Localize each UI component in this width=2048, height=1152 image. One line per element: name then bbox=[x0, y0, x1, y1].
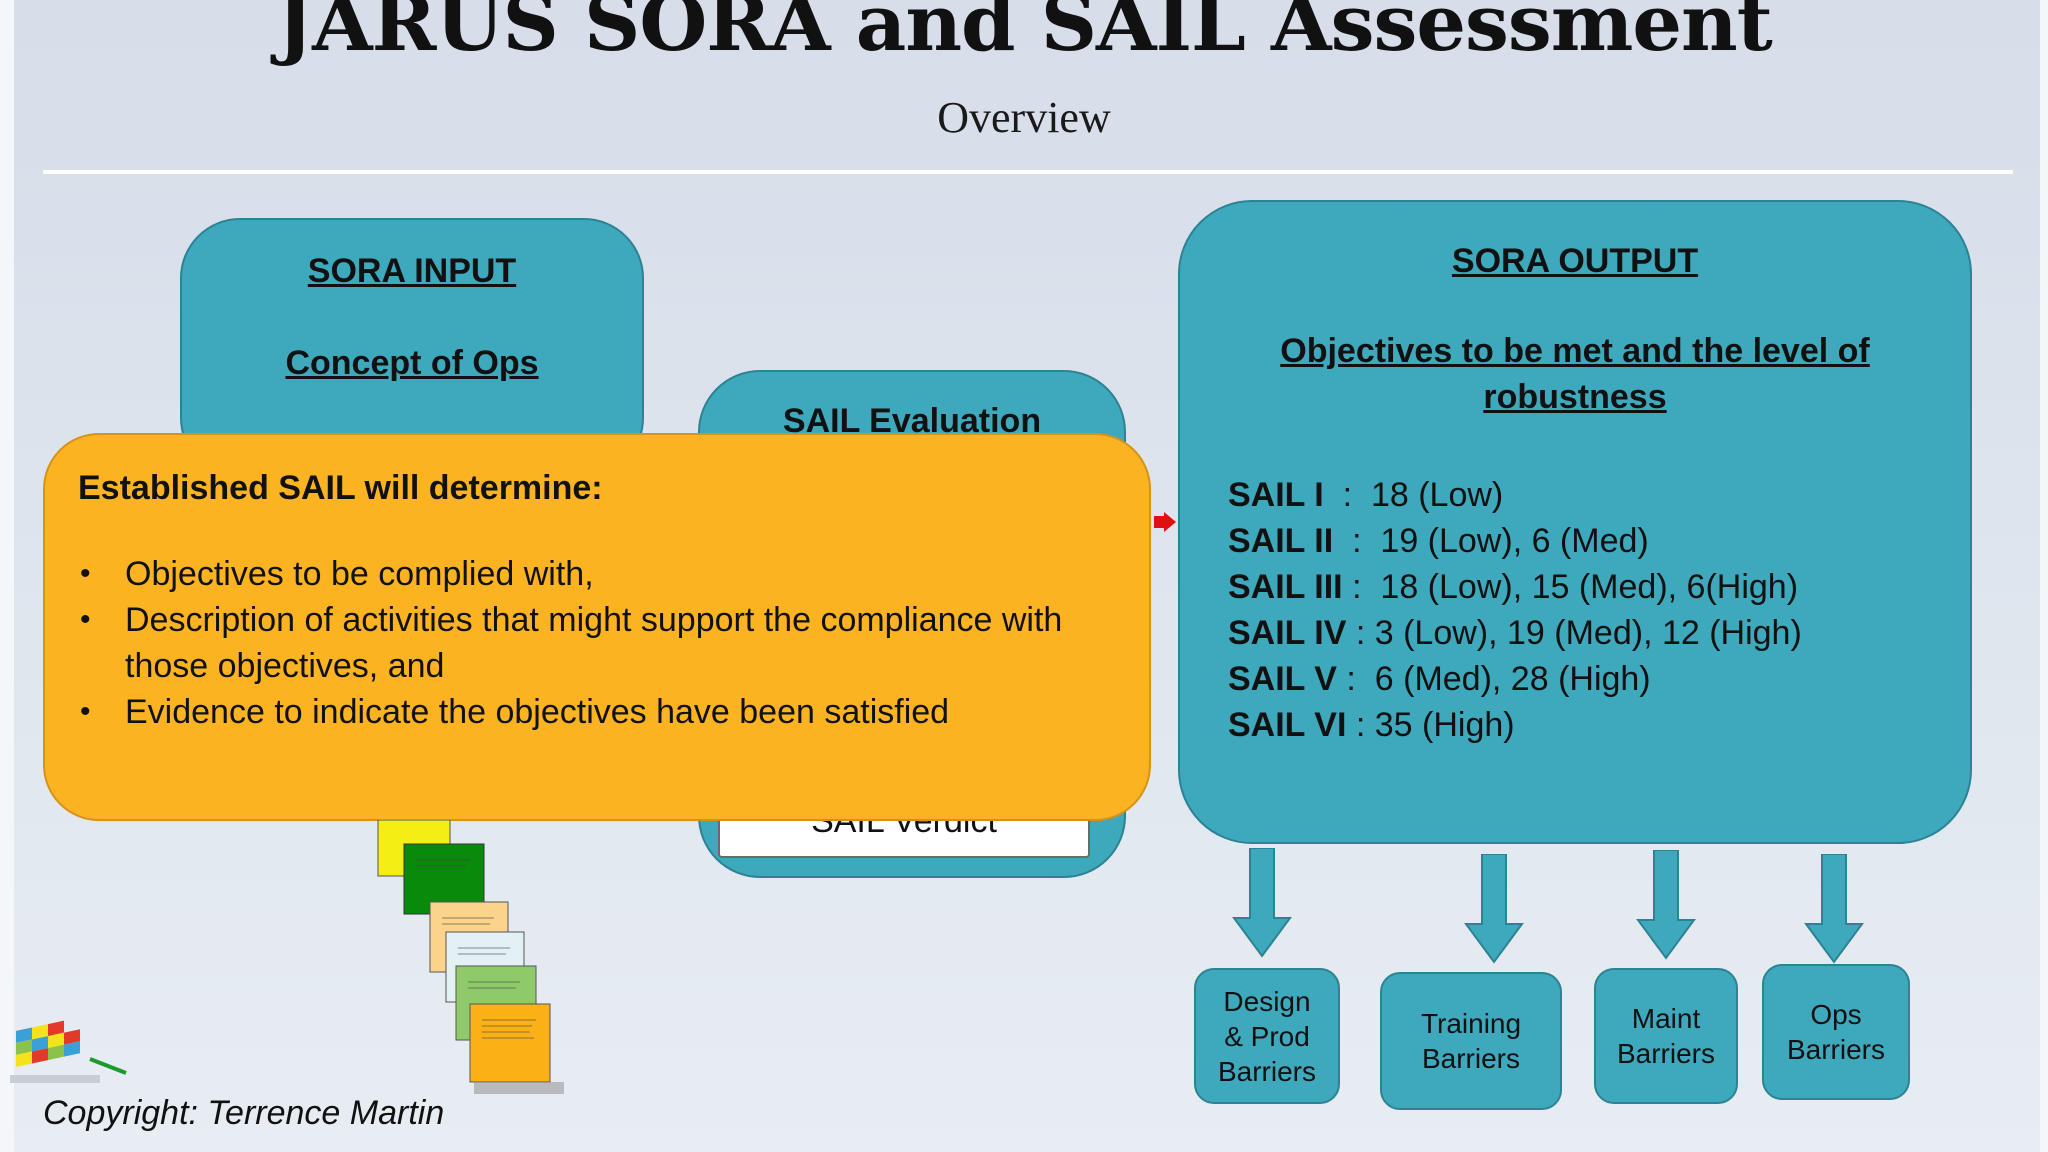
document-stack-icon bbox=[377, 820, 564, 1094]
callout-bullet-list: •Objectives to be complied with, •Descri… bbox=[78, 551, 1118, 735]
concept-of-ops-heading: Concept of Ops bbox=[285, 344, 539, 382]
sora-output-box: SORA OUTPUT Objectives to be met and the… bbox=[1178, 200, 1972, 844]
established-sail-callout: Established SAIL will determine: •Object… bbox=[43, 433, 1151, 821]
barrier-label: Design & Prod Barriers bbox=[1217, 985, 1316, 1087]
sail-objectives-list: SAIL I : 18 (Low) SAIL II : 19 (Low), 6 … bbox=[1228, 472, 1802, 748]
sora-input-heading: SORA INPUT bbox=[307, 252, 517, 290]
title-divider bbox=[43, 170, 2013, 174]
sail-level-item: SAIL VI : 35 (High) bbox=[1228, 706, 1515, 744]
down-arrow-icon bbox=[1636, 850, 1696, 960]
maint-barriers-box: Maint Barriers bbox=[1594, 968, 1738, 1104]
sail-level-item: SAIL II : 19 (Low), 6 (Med) bbox=[1228, 522, 1649, 560]
barrier-label: Maint Barriers bbox=[1616, 1003, 1715, 1069]
barrier-label: Training Barriers bbox=[1420, 1008, 1522, 1074]
ops-barriers-box: Ops Barriers bbox=[1762, 964, 1910, 1100]
copyright-text: Copyright: Terrence Martin bbox=[43, 1094, 445, 1132]
matrix-thumbnail-icon bbox=[10, 1020, 127, 1083]
training-barriers-box: Training Barriers bbox=[1380, 972, 1562, 1110]
sail-level-item: SAIL V : 6 (Med), 28 (High) bbox=[1228, 660, 1651, 698]
sail-level-item: SAIL IV : 3 (Low), 19 (Med), 12 (High) bbox=[1228, 614, 1802, 652]
barrier-label: Ops Barriers bbox=[1786, 999, 1885, 1065]
objectives-heading-line1: Objectives to be met and the level of bbox=[1280, 332, 1870, 370]
bullet-dot-icon: • bbox=[80, 557, 91, 590]
slide-right-edge bbox=[2040, 0, 2048, 1152]
down-arrow-icon bbox=[1804, 854, 1864, 964]
callout-bullet: •Description of activities that might su… bbox=[78, 597, 1118, 689]
connector-arrow-icon bbox=[1154, 512, 1176, 532]
sora-output-heading: SORA OUTPUT bbox=[1451, 242, 1699, 280]
down-arrow-icon bbox=[1232, 848, 1292, 958]
objectives-heading-line2: robustness bbox=[1483, 378, 1667, 416]
callout-bullet: •Evidence to indicate the objectives hav… bbox=[78, 689, 1118, 735]
callout-title: Established SAIL will determine: bbox=[78, 469, 603, 507]
down-arrow-icon bbox=[1464, 854, 1524, 964]
sail-level-item: SAIL I : 18 (Low) bbox=[1228, 476, 1504, 514]
slide-subtitle: Overview bbox=[937, 93, 1111, 142]
design-prod-barriers-box: Design & Prod Barriers bbox=[1194, 968, 1340, 1104]
slide-title: JARUS SORA and SAIL Assessment bbox=[276, 0, 1773, 69]
sail-level-item: SAIL III : 18 (Low), 15 (Med), 6(High) bbox=[1228, 568, 1799, 606]
callout-bullet: •Objectives to be complied with, bbox=[78, 551, 1118, 597]
bullet-dot-icon: • bbox=[80, 695, 91, 728]
slide-left-edge bbox=[0, 0, 14, 1152]
bullet-dot-icon: • bbox=[80, 603, 91, 636]
